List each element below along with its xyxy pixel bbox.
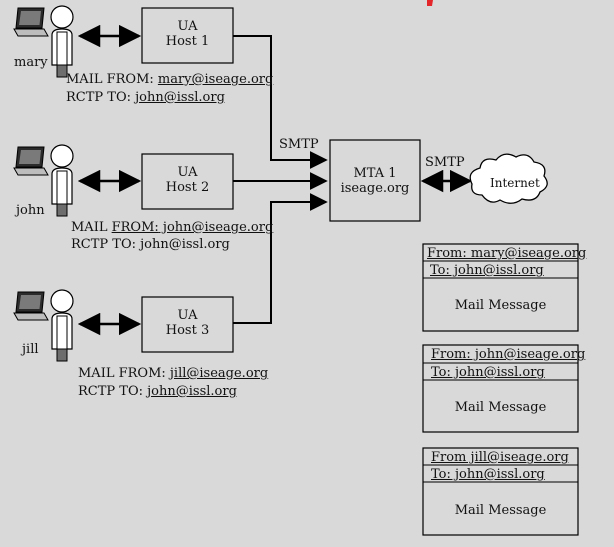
message-card-1 [422,243,579,332]
message-3-from: From jill@iseage.org [431,450,569,465]
envelope-1-to: RCTP TO: john@issl.org [66,90,225,105]
host-3-line2: Host 3 [165,323,210,338]
message-3-body: Mail Message [454,503,547,518]
envelope-2-to: RCTP TO: john@issl.org [71,237,230,252]
red-mark-icon [427,0,433,6]
host-1-line1: UA [177,19,198,34]
mta-box [329,139,421,222]
host-box-1 [141,7,234,64]
message-1-to: To: john@issl.org [430,263,544,278]
message-2-body: Mail Message [454,400,547,415]
internet-cloud-icon [469,153,548,204]
host-box-3 [141,296,234,353]
mta-label: MTA 1 iseage.org [330,166,420,196]
mta-line1: MTA 1 [353,166,397,181]
message-2-to: To: john@issl.org [431,365,545,380]
message-1-body: Mail Message [454,298,547,313]
host-3-label: UA Host 3 [142,308,233,338]
host-1-line2: Host 1 [165,34,210,49]
smtp-label-right: SMTP [425,155,465,170]
message-1-from: From: mary@iseage.org [427,246,587,261]
message-2-from: From: john@iseage.org [431,347,586,362]
message-3-to: To: john@issl.org [431,467,545,482]
envelope-3-to: RCTP TO: john@issl.org [78,384,237,399]
host-2-line1: UA [177,165,198,180]
host-1-label: UA Host 1 [142,19,233,49]
user-name-jill: jill [22,342,39,357]
host-2-label: UA Host 2 [142,165,233,195]
message-card-2 [422,344,579,433]
host-3-line1: UA [177,308,198,323]
message-card-3 [422,447,579,536]
internet-label: Internet [490,176,540,190]
user-name-mary: mary [14,55,48,70]
envelope-2-from: MAIL FROM: john@iseage.org [71,220,274,235]
smtp-label-left: SMTP [279,137,319,152]
host-2-line2: Host 2 [165,180,210,195]
envelope-3-from: MAIL FROM: jill@iseage.org [78,366,269,381]
user-name-john: john [16,203,45,218]
smtp-link-host-3 [233,193,328,324]
host-box-2 [141,153,234,210]
mta-line2: iseage.org [340,181,410,196]
envelope-1-from: MAIL FROM: mary@iseage.org [66,72,274,87]
smtp-link-host-1 [233,35,328,169]
